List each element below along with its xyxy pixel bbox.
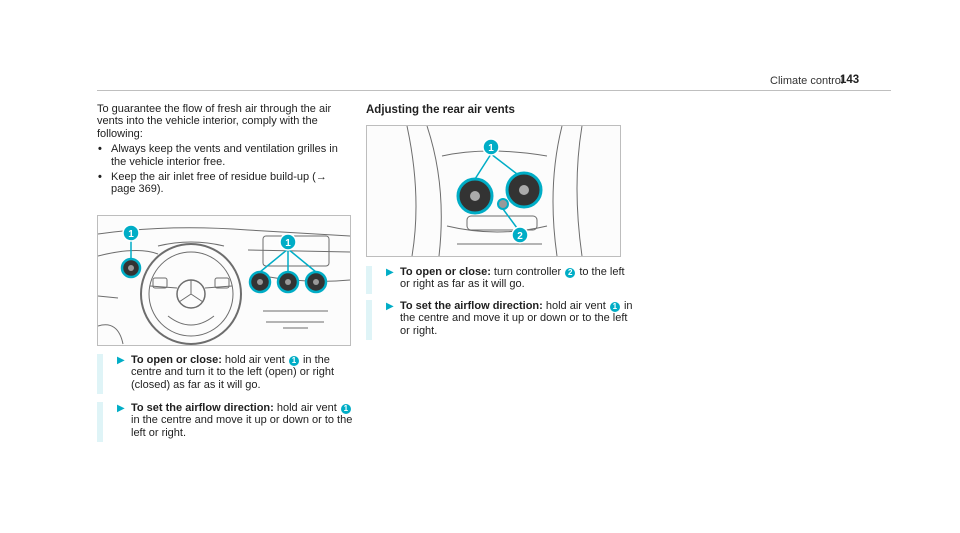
- section-title-header: Climate control: [770, 75, 844, 87]
- list-item: •Keep the air inlet free of residue buil…: [98, 171, 327, 196]
- callout-badge: 2: [565, 268, 576, 278]
- instruction-open-close: ▶ To open or close: hold air vent 1 in t…: [97, 354, 355, 394]
- rear-vents-figure: 1 2: [366, 125, 621, 257]
- callout-badge: 1: [340, 404, 351, 414]
- section-heading: Adjusting the rear air vents: [366, 104, 515, 116]
- callout-1: 1: [488, 143, 494, 154]
- callout-badge: 1: [609, 302, 620, 312]
- instruction-rear-airflow-direction: ▶ To set the airflow direction: hold air…: [366, 300, 634, 340]
- step-arrow-icon: ▶: [117, 355, 125, 366]
- callout-2: 2: [517, 231, 523, 242]
- left-intro-block: To guarantee the flow of fresh air throu…: [97, 103, 352, 199]
- callout-badge: 1: [288, 356, 299, 366]
- dashboard-vents-figure: 1 1: [97, 215, 351, 346]
- instruction-airflow-direction: ▶ To set the airflow direction: hold air…: [97, 402, 355, 442]
- step-arrow-icon: ▶: [386, 301, 394, 312]
- callout-1: 1: [128, 229, 134, 240]
- callout-1-center: 1: [285, 238, 291, 249]
- intro-paragraph: To guarantee the flow of fresh air throu…: [97, 103, 332, 140]
- requirements-list: •Always keep the vents and ventilation g…: [97, 143, 352, 196]
- header-divider: [97, 90, 891, 91]
- step-arrow-icon: ▶: [117, 403, 125, 414]
- page-number: 143: [840, 74, 860, 86]
- instruction-rear-open-close: ▶ To open or close: turn controller 2 to…: [366, 266, 634, 294]
- list-item: •Always keep the vents and ventilation g…: [98, 143, 338, 168]
- step-arrow-icon: ▶: [386, 267, 394, 278]
